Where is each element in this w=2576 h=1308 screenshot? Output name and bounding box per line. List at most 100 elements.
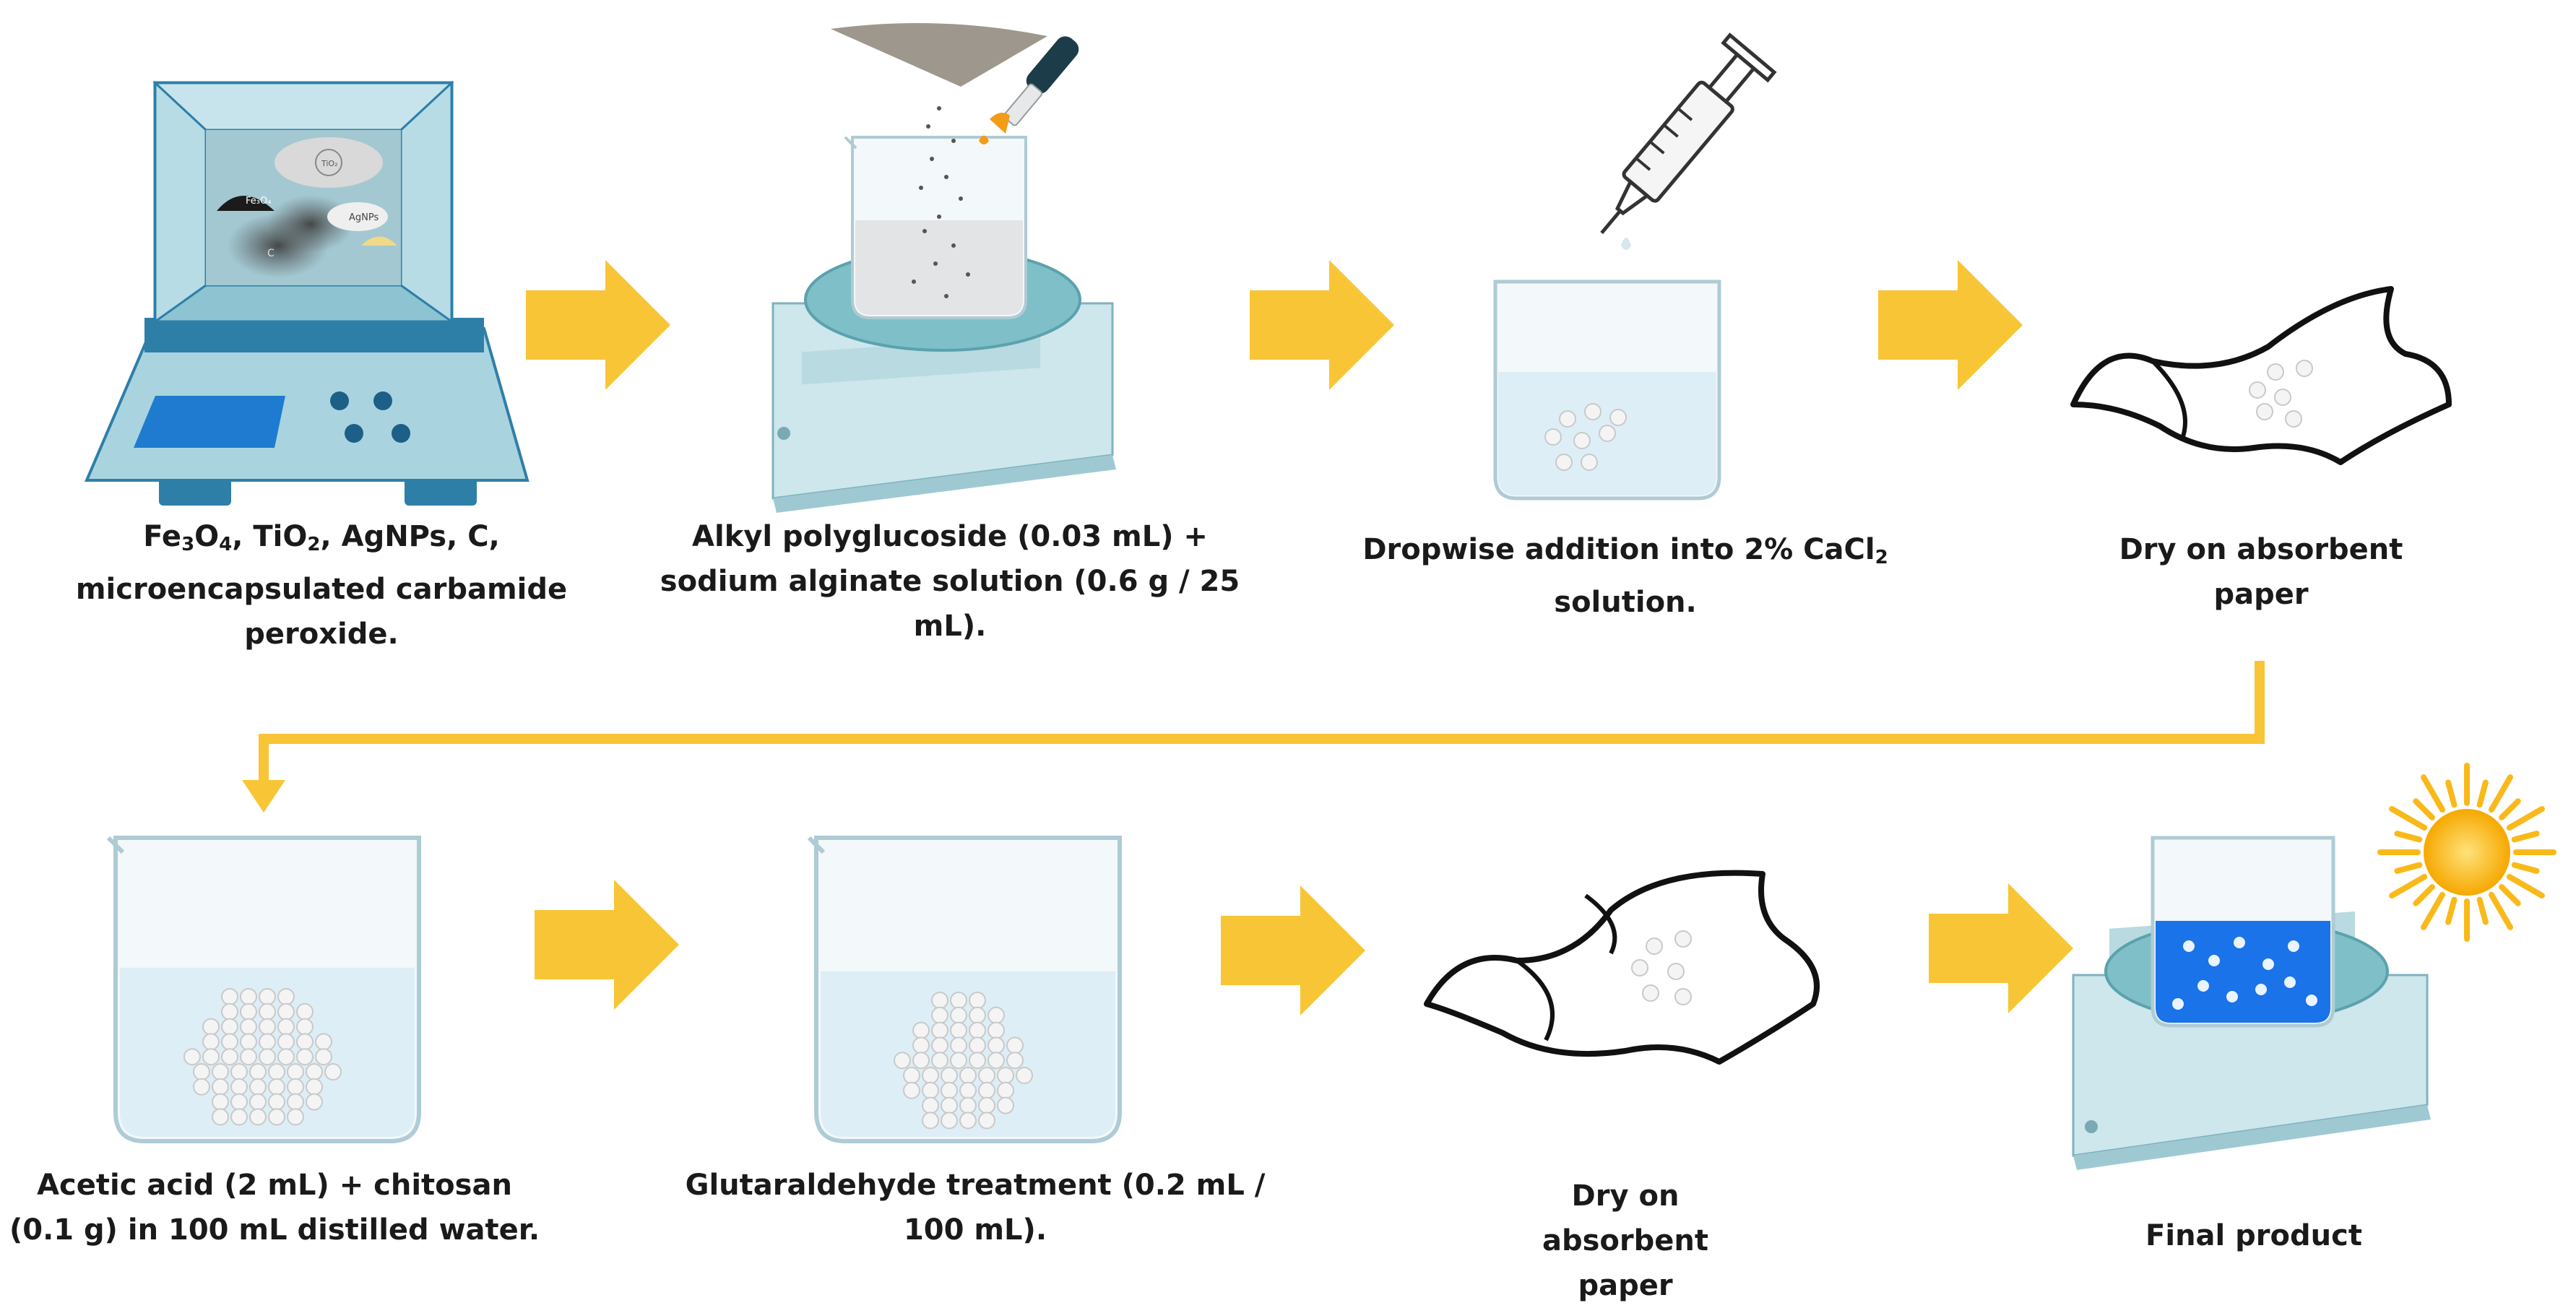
bead	[230, 1078, 248, 1096]
bead	[941, 1081, 958, 1099]
arrow-icon	[526, 260, 2073, 1015]
bead	[922, 1112, 939, 1130]
bead	[221, 1048, 238, 1066]
bead	[997, 1081, 1014, 1099]
bead	[240, 1018, 257, 1036]
bead	[221, 988, 238, 1005]
bead	[1006, 1036, 1024, 1054]
bead	[912, 1021, 930, 1039]
bead	[202, 1018, 220, 1036]
bead	[969, 1052, 986, 1070]
bead	[183, 1048, 201, 1066]
bead	[287, 1093, 304, 1111]
bead	[268, 1108, 285, 1126]
bead	[987, 1006, 1005, 1024]
bead	[922, 1067, 939, 1084]
sun-ray	[2389, 806, 2428, 831]
bead	[931, 1036, 948, 1054]
bead	[987, 1021, 1005, 1039]
bead	[912, 1036, 930, 1054]
caption-part: Dropwise addition into 2% CaCl	[1362, 533, 1875, 566]
bead	[212, 1093, 229, 1111]
bead	[230, 1108, 248, 1126]
bead	[240, 1002, 257, 1021]
connector-arrow-icon	[242, 661, 2265, 813]
sun-ray	[2445, 896, 2458, 925]
bead	[221, 1018, 238, 1036]
bead	[959, 1081, 977, 1099]
bead	[249, 1078, 267, 1096]
bead	[941, 1112, 958, 1130]
sun-ray	[2413, 798, 2435, 820]
bead	[950, 1021, 967, 1039]
bead	[969, 1036, 986, 1054]
drop-icon	[1621, 238, 1631, 250]
caption-step-7: Dry on absorbent paper	[1542, 1179, 1708, 1302]
bead	[296, 1018, 314, 1036]
sun-ray	[2499, 798, 2521, 820]
bead	[931, 1052, 948, 1070]
beaker-icon	[106, 836, 421, 1143]
process-diagram: Fe₃O₄ TiO₂ AgNPs C	[9, 23, 2556, 1302]
oven-label-agnps: AgNPs	[349, 212, 379, 223]
sun-ray	[2421, 774, 2445, 813]
bead	[287, 1108, 304, 1126]
bead	[277, 1033, 295, 1051]
bead	[950, 992, 967, 1009]
caption-part: , TiO	[232, 520, 308, 553]
bead	[296, 1033, 314, 1051]
caption-step-1: Fe3O4, TiO2, AgNPs, C, microencapsulated…	[22, 514, 621, 657]
powder-funnel-icon	[831, 23, 1047, 298]
bead	[1016, 1067, 1033, 1084]
sun-ray	[2389, 874, 2428, 898]
bead	[987, 1036, 1005, 1054]
caption-step-2: Alkyl polyglucoside (0.03 mL) + sodium a…	[660, 520, 1240, 643]
bead	[277, 1048, 295, 1066]
bead	[922, 1081, 939, 1099]
bead	[997, 1067, 1014, 1084]
bead	[315, 1033, 332, 1051]
bead	[931, 1021, 948, 1039]
bead	[969, 1006, 986, 1024]
caption-part: solution.	[1554, 586, 1697, 619]
bead	[969, 992, 986, 1009]
bead	[950, 1036, 967, 1054]
bead	[978, 1067, 995, 1084]
sun-ray	[2489, 891, 2513, 930]
bead	[230, 1093, 248, 1111]
bead	[978, 1112, 995, 1130]
bead	[931, 992, 948, 1009]
sun-ray	[2476, 896, 2489, 925]
bead	[249, 1108, 267, 1126]
sun-ray	[2511, 862, 2540, 874]
bead	[259, 1048, 276, 1066]
bead	[296, 1002, 314, 1021]
bead	[931, 1006, 948, 1024]
bead	[268, 1078, 285, 1096]
bead	[978, 1096, 995, 1114]
bead	[193, 1078, 210, 1096]
bead	[978, 1081, 995, 1099]
bead	[306, 1093, 323, 1111]
bead	[240, 1048, 257, 1066]
caption-step-4: Dry on absorbent paper	[2119, 533, 2403, 611]
bead	[922, 1096, 939, 1114]
bead	[315, 1048, 332, 1066]
bead	[296, 1048, 314, 1066]
caption-subscript: 4	[219, 534, 233, 555]
bead	[941, 1096, 958, 1114]
bead	[259, 988, 276, 1005]
sun-ray	[2499, 884, 2521, 906]
sun-ray	[2506, 874, 2545, 898]
bead	[277, 1018, 295, 1036]
beaker-icon	[807, 836, 1122, 1143]
caption-subscript: 2	[307, 534, 321, 555]
bead	[287, 1078, 304, 1096]
oven-label-fe3o4: Fe₃O₄	[246, 196, 271, 207]
bead	[221, 1002, 238, 1021]
sun-ray	[2394, 862, 2423, 874]
bead	[277, 988, 295, 1005]
bead	[997, 1096, 1014, 1114]
bead	[324, 1063, 342, 1080]
bead	[240, 1033, 257, 1051]
